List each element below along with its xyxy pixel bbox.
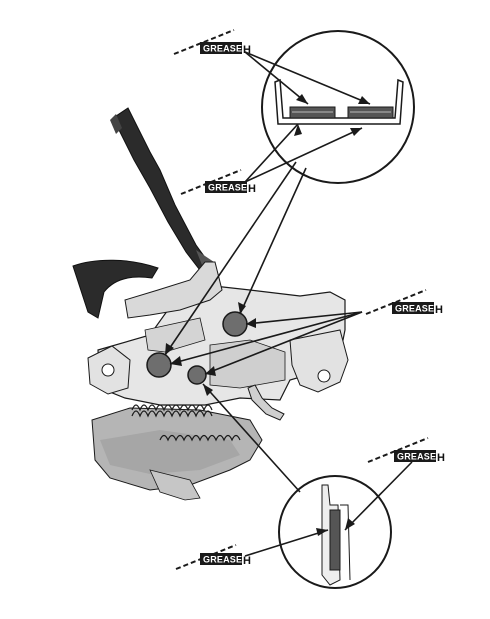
latch-spring-lower xyxy=(159,434,241,442)
grease-callout-right-latch: GREASE H xyxy=(365,289,443,316)
detail-circle-bottom xyxy=(278,475,392,589)
release-lever xyxy=(110,107,220,285)
grease-callout-lower-left: GREASE H xyxy=(175,544,251,570)
latch-spring-upper xyxy=(131,404,213,418)
grease-callout-upper-left: GREASE H xyxy=(180,169,256,195)
grease-label: GREASE xyxy=(395,304,434,314)
grease-label: GREASE xyxy=(203,555,242,565)
grease-suffix: H xyxy=(435,304,443,316)
latch-body xyxy=(87,261,349,421)
grease-label: GREASE xyxy=(203,44,242,54)
grease-suffix: H xyxy=(437,452,445,464)
detail-circle-top xyxy=(261,30,415,184)
grease-label: GREASE xyxy=(397,452,436,462)
grease-suffix: H xyxy=(243,44,251,56)
grease-callout-lower-right: GREASE H xyxy=(367,437,445,464)
leader-arrowheads xyxy=(165,94,370,536)
bottom-detail-grease xyxy=(329,509,341,571)
grease-suffix: H xyxy=(243,555,251,567)
grease-callout-top: GREASE H xyxy=(173,29,251,56)
safety-lever xyxy=(72,259,159,319)
grease-label: GREASE xyxy=(208,183,247,193)
grease-point-left xyxy=(146,352,172,378)
grease-point-right xyxy=(222,311,248,337)
leader-lines xyxy=(164,51,413,557)
grease-suffix: H xyxy=(248,183,256,195)
latch-base xyxy=(91,407,263,501)
grease-point-lower xyxy=(187,365,207,385)
